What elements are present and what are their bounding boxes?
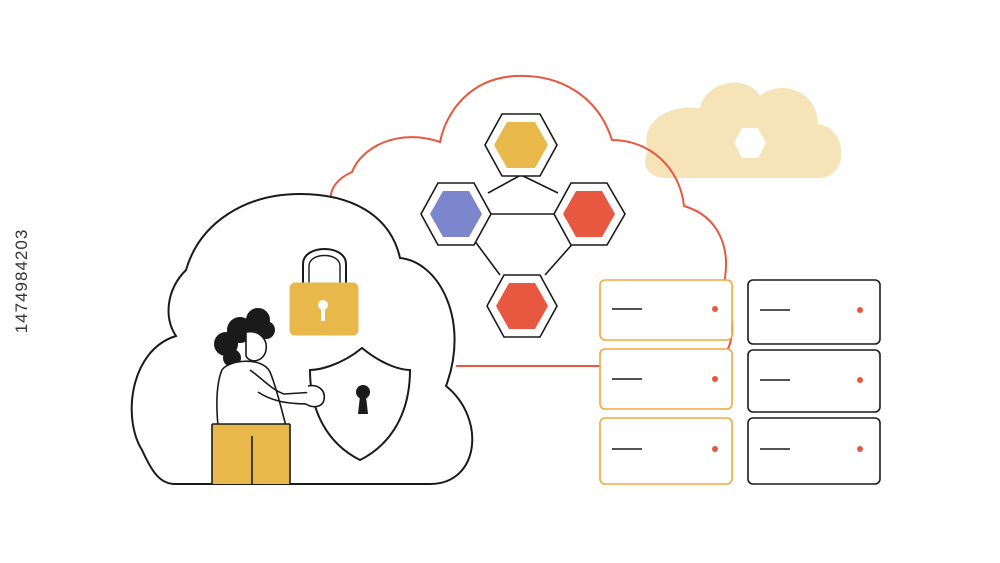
image-id-label: 1474984203 [12,228,31,334]
server-rack-icon [599,279,733,485]
server-unit [599,417,733,485]
server-unit [747,279,881,345]
shield-icon [308,346,412,462]
server-rack-icon [747,279,881,485]
server-unit [747,417,881,485]
security-cloud-icon [130,192,474,485]
padlock-icon [289,248,359,336]
faded-cloud-icon [645,82,842,178]
person-illustration [211,308,326,484]
server-unit [599,348,733,410]
hexagon-network-icon [420,113,626,338]
server-unit [747,349,881,413]
server-unit [599,279,733,341]
